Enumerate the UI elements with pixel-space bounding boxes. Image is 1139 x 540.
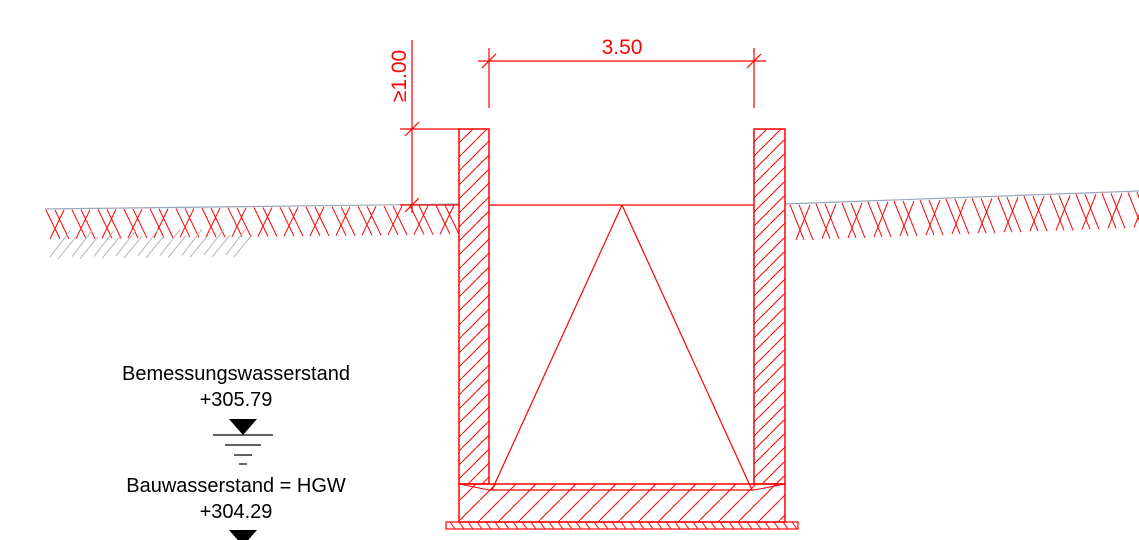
right-wall bbox=[753, 128, 786, 485]
width-dimension-label: 3.50 bbox=[602, 36, 643, 59]
soil-hatch-left-light bbox=[49, 228, 253, 260]
water-level-triangle-icon bbox=[229, 530, 257, 540]
design-water-level-name: Bemessungswasserstand bbox=[122, 363, 350, 385]
freeboard-dimension-label: ≥1.00 bbox=[388, 50, 411, 102]
water-level-triangle-icon bbox=[213, 419, 273, 465]
width-dimension bbox=[478, 48, 766, 108]
load-triangle bbox=[491, 204, 753, 491]
design-water-level: Bemessungswasserstand +305.79 bbox=[122, 363, 350, 465]
construction-water-level: Bauwasserstand = HGW +304.29 bbox=[126, 475, 346, 540]
design-water-level-value: +305.79 bbox=[200, 389, 273, 411]
freeboard-dimension bbox=[400, 40, 459, 213]
bottom-slab bbox=[458, 483, 786, 523]
blinding-layer bbox=[445, 521, 799, 530]
construction-water-level-value: +304.29 bbox=[200, 501, 273, 523]
ground-line-right bbox=[784, 190, 1139, 205]
soil-hatch-left bbox=[45, 205, 460, 240]
left-wall bbox=[458, 128, 490, 485]
construction-water-level-name: Bauwasserstand = HGW bbox=[126, 475, 346, 497]
ground-line-left bbox=[44, 203, 460, 210]
soil-hatch-right bbox=[789, 192, 1139, 241]
